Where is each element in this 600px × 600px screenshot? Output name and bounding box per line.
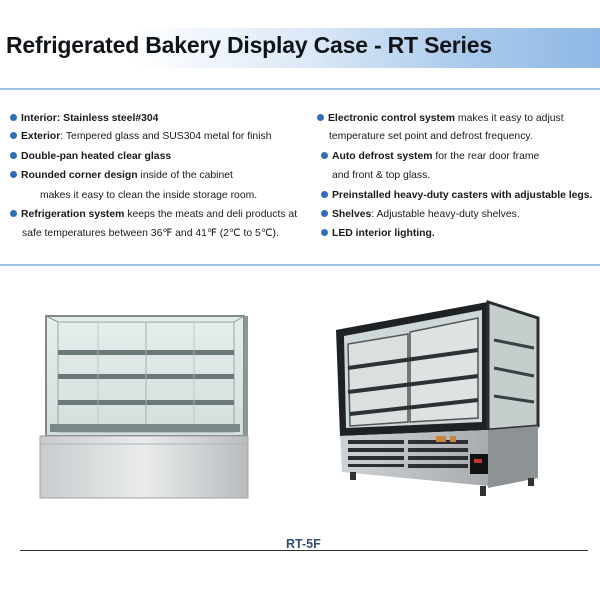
- bullet-icon: [321, 152, 328, 159]
- feature-item: Auto defrost system for the rear door fr…: [321, 150, 539, 164]
- feature-item: Shelves: Adjustable heavy-duty shelves.: [321, 208, 520, 222]
- bottom-divider: [20, 550, 588, 551]
- feature-item: Interior: Stainless steel#304: [10, 112, 158, 126]
- bullet-icon: [10, 171, 17, 178]
- bullet-icon: [10, 152, 17, 159]
- feature-item: Refrigeration system keeps the meats and…: [10, 208, 297, 222]
- feature-text: makes it easy to adjust: [455, 113, 564, 124]
- bullet-icon: [10, 114, 17, 121]
- feature-bold: LED interior lighting.: [332, 228, 435, 239]
- feature-bold: Rounded corner design: [21, 170, 138, 181]
- feature-item: LED interior lighting.: [321, 227, 435, 241]
- feature-bold: Interior: Stainless steel#304: [21, 113, 159, 124]
- feature-bold: Auto defrost system: [332, 151, 433, 162]
- feature-text: for the rear door frame: [432, 151, 540, 162]
- feature-continuation: and front & top glass.: [332, 169, 430, 183]
- feature-text: safe temperatures between 36℉ and 41℉ (2…: [22, 228, 279, 239]
- feature-text: makes it easy to clean the inside storag…: [40, 190, 258, 201]
- feature-bold: Double-pan heated clear glass: [21, 151, 172, 162]
- bullet-icon: [10, 132, 17, 139]
- feature-text: : Adjustable heavy-duty shelves.: [371, 209, 520, 220]
- bullet-icon: [321, 191, 328, 198]
- feature-text: keeps the meats and deli products at: [124, 209, 298, 220]
- feature-bold: Electronic control system: [328, 113, 456, 124]
- page-title: Refrigerated Bakery Display Case - RT Se…: [6, 32, 492, 58]
- feature-item: Preinstalled heavy-duty casters with adj…: [321, 189, 592, 203]
- top-divider: [0, 88, 600, 90]
- feature-continuation: makes it easy to clean the inside storag…: [40, 189, 257, 203]
- feature-bold: Exterior: [21, 131, 61, 142]
- feature-bold: Refrigeration system: [21, 209, 125, 220]
- title-banner: Refrigerated Bakery Display Case - RT Se…: [0, 28, 600, 68]
- display-case-angled-image: [336, 299, 540, 496]
- model-caption: RT-5F: [286, 537, 321, 551]
- feature-continuation: temperature set point and defrost freque…: [329, 130, 533, 144]
- feature-item: Rounded corner design inside of the cabi…: [10, 169, 233, 183]
- feature-text: temperature set point and defrost freque…: [329, 131, 533, 142]
- feature-text: inside of the cabinet: [137, 170, 233, 181]
- display-case-front-image: [39, 315, 249, 499]
- feature-item: Electronic control system makes it easy …: [317, 112, 564, 126]
- bullet-icon: [10, 210, 17, 217]
- bullet-icon: [321, 210, 328, 217]
- feature-bold: Shelves: [332, 209, 372, 220]
- feature-item: Exterior: Tempered glass and SUS304 meta…: [10, 130, 271, 144]
- feature-text: and front & top glass.: [332, 170, 431, 181]
- bullet-icon: [321, 229, 328, 236]
- bullet-icon: [317, 114, 324, 121]
- feature-bold: Preinstalled heavy-duty casters with adj…: [332, 190, 593, 201]
- feature-item: Double-pan heated clear glass: [10, 150, 171, 164]
- feature-text: : Tempered glass and SUS304 metal for fi…: [60, 131, 272, 142]
- feature-continuation: safe temperatures between 36℉ and 41℉ (2…: [22, 227, 279, 241]
- middle-divider: [0, 264, 600, 266]
